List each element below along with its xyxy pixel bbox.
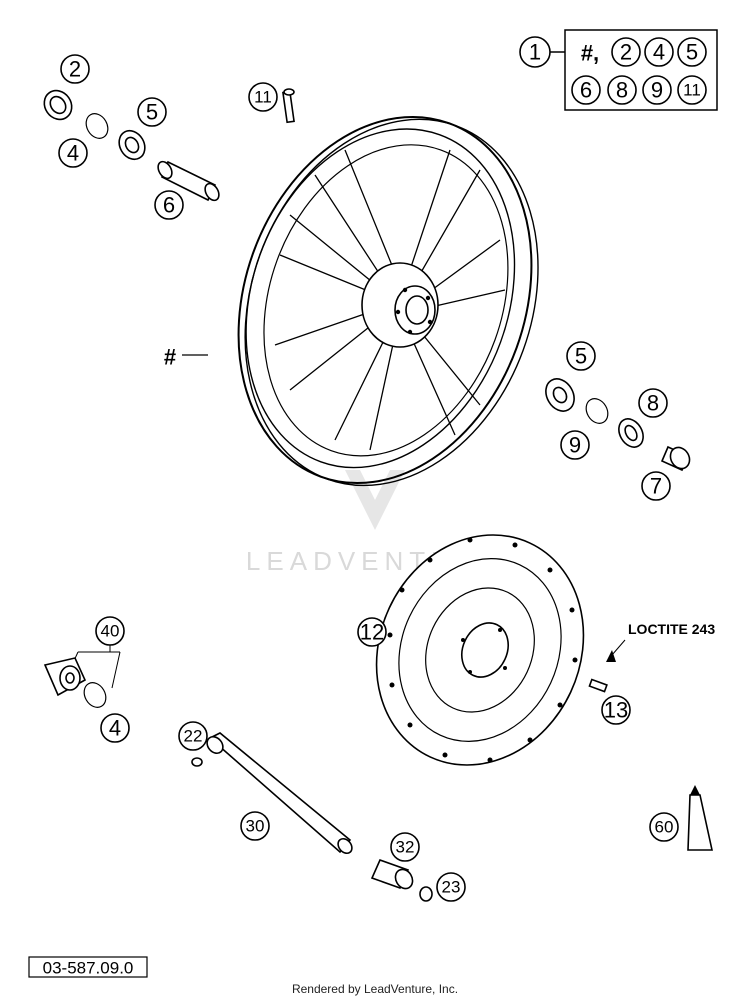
kit-item-11: 11 <box>683 81 701 100</box>
kit-item-2: 2 <box>620 40 632 65</box>
loctite-tube-60: 60 <box>649 785 713 851</box>
bearing-5-right: 5 <box>545 341 596 412</box>
spacer-32: 32 <box>370 832 420 890</box>
spacer-6: 6 <box>154 160 220 220</box>
kit-item-4: 4 <box>653 40 665 65</box>
callout-60: 60 <box>655 818 674 837</box>
kit-main-number: 1 <box>529 40 541 65</box>
spacer-7: 7 <box>641 445 691 501</box>
axle-30: 22 30 <box>178 721 353 855</box>
nut-23: 23 <box>419 872 466 902</box>
document-number: 03-587.09.0 <box>43 959 134 978</box>
document-number-box: 03-587.09.0 <box>28 956 148 978</box>
callout-22: 22 <box>184 727 203 746</box>
callout-9: 9 <box>569 433 581 458</box>
callout-2: 2 <box>69 57 81 82</box>
callout-23: 23 <box>442 878 461 897</box>
callout-30: 30 <box>246 817 265 836</box>
footer-credit: Rendered by LeadVenture, Inc. <box>292 982 458 996</box>
kit-item-5: 5 <box>686 40 698 65</box>
brake-disc: 12 <box>357 534 585 766</box>
valve-11: 11 <box>248 82 295 124</box>
callout-7: 7 <box>650 474 662 499</box>
callout-8: 8 <box>647 391 659 416</box>
kit-contents-prefix: #, <box>581 41 599 66</box>
seal-8: 8 <box>618 388 668 448</box>
loctite-label: LOCTITE 243 <box>628 621 715 637</box>
callout-32: 32 <box>396 838 415 857</box>
loctite-screw-13: LOCTITE 243 13 <box>588 621 715 725</box>
kit-item-8: 8 <box>616 78 628 103</box>
circlip-9: 9 <box>560 398 609 460</box>
callout-hash: # <box>164 345 176 370</box>
callout-13: 13 <box>604 698 628 723</box>
callout-4-top: 4 <box>67 141 79 166</box>
kit-item-9: 9 <box>651 78 663 103</box>
wheel-rim <box>237 115 539 487</box>
bearing-5-top: 5 <box>118 97 167 161</box>
callout-5-top: 5 <box>146 100 158 125</box>
callout-6: 6 <box>163 193 175 218</box>
callout-5-right: 5 <box>575 344 587 369</box>
callout-12: 12 <box>360 620 384 645</box>
kit-box: 1 #, 2 4 5 6 8 9 11 <box>519 29 718 111</box>
kit-item-6: 6 <box>580 78 592 103</box>
circlip-4-top: 4 <box>58 113 109 168</box>
callout-11: 11 <box>254 88 272 107</box>
seal-2: 2 <box>43 54 90 121</box>
wheel-hub <box>361 262 439 348</box>
speedo-drive-40: 40 4 <box>43 616 130 743</box>
callout-40: 40 <box>101 622 120 641</box>
callout-4-bottom: 4 <box>109 716 121 741</box>
